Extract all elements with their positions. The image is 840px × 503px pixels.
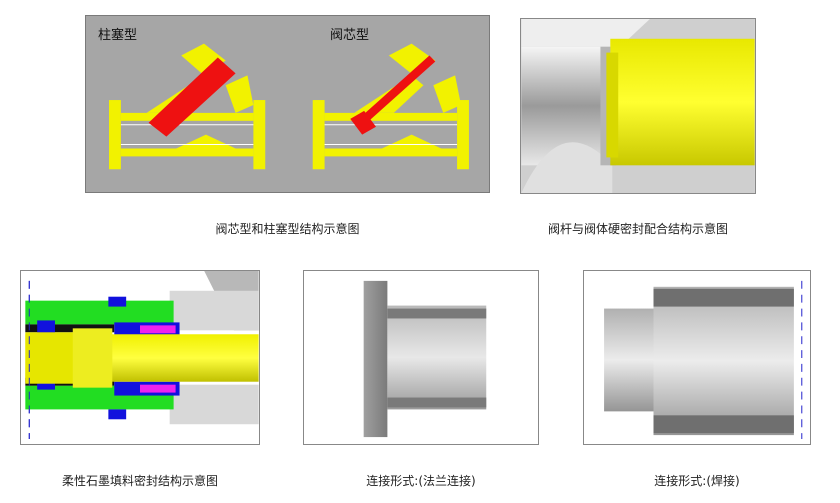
graphite-packing-figure	[20, 270, 260, 445]
valve-types-drawing	[109, 43, 469, 170]
flange-connection-caption: 连接形式:(法兰连接)	[366, 474, 476, 488]
weld-body-top	[653, 288, 794, 307]
packing-green-top	[25, 300, 174, 325]
graphite-magenta-top	[140, 325, 176, 334]
graphite-packing-caption: 柔性石墨填料密封结构示意图	[61, 474, 218, 488]
valve-core-type-label: 阀芯型	[330, 28, 370, 43]
flange-pipe-bottom	[387, 397, 487, 408]
stem-collar	[72, 328, 113, 388]
valve-core-red	[354, 55, 436, 129]
stem-seal-drawing	[521, 19, 755, 193]
gland-gray-top	[169, 290, 259, 331]
graphite-packing-drawing	[25, 271, 259, 440]
plunger-red	[148, 57, 236, 137]
flange-connection-figure	[303, 270, 539, 445]
graphite-magenta-bottom	[140, 384, 176, 393]
valve-stem-yellow	[610, 38, 755, 166]
stem-seal-caption: 阀杆与阀体硬密封配合结构示意图	[547, 222, 728, 236]
valve-types-caption: 阀芯型和柱塞型结构示意图	[215, 222, 360, 236]
stem-dark-band	[25, 324, 115, 333]
plunger-type-label: 柱塞型	[98, 28, 138, 43]
weld-body	[653, 286, 794, 436]
packing-blue-bottom	[108, 409, 127, 420]
valve-core-red-head	[350, 110, 376, 135]
weld-connection-caption: 连接形式:(焊接)	[654, 474, 740, 488]
valve-types-figure: 柱塞型 阀芯型	[85, 15, 490, 193]
weld-body-bottom	[653, 415, 794, 434]
weld-pipe	[604, 308, 654, 412]
stem-seal-figure	[520, 18, 756, 194]
weld-connection-figure	[583, 270, 811, 445]
flange-plate	[363, 280, 388, 438]
lower-body	[521, 142, 613, 193]
flange-pipe-top	[387, 308, 487, 319]
valve-core-body	[312, 43, 469, 170]
packing-blue-top	[108, 296, 127, 307]
weld-drawing	[604, 280, 803, 440]
flange-pipe	[387, 305, 487, 410]
flange-drawing	[363, 280, 487, 438]
stem-shoulder	[606, 52, 619, 158]
gland-gray-bottom	[169, 384, 259, 425]
